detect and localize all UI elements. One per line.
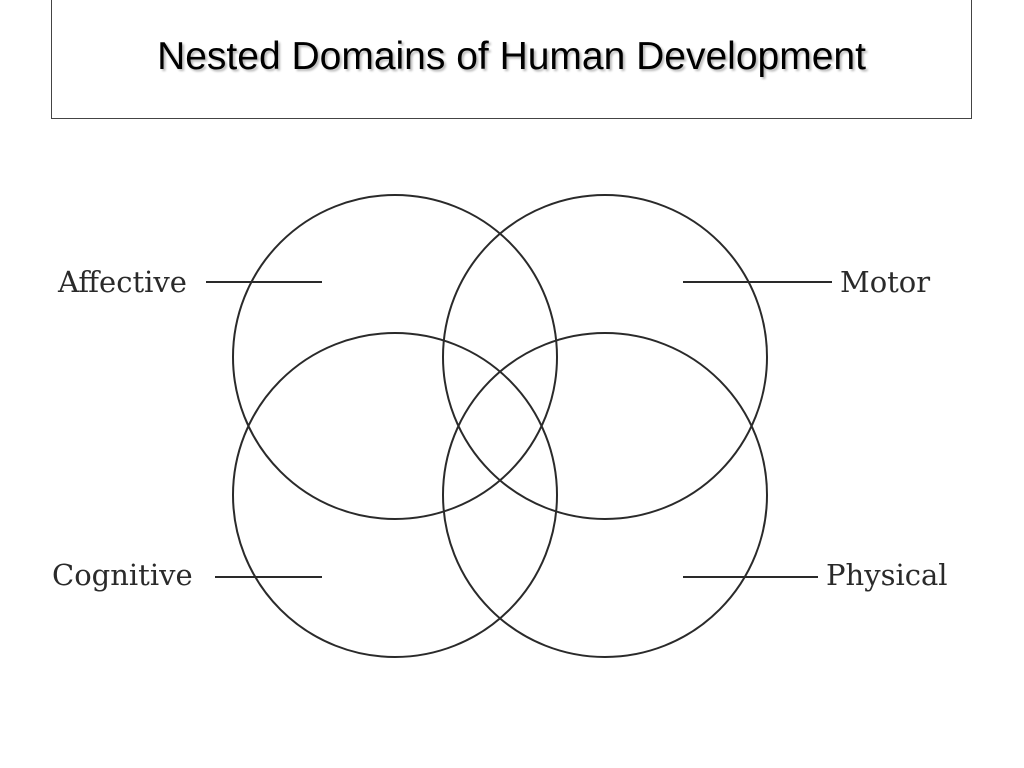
page-title: Nested Domains of Human Development bbox=[157, 35, 866, 78]
circle-physical bbox=[442, 332, 768, 658]
title-box: Nested Domains of Human Development bbox=[51, 0, 972, 119]
label-affective: Affective bbox=[57, 265, 187, 299]
circle-affective bbox=[232, 194, 558, 520]
label-cognitive: Cognitive bbox=[52, 558, 193, 592]
label-motor: Motor bbox=[840, 265, 930, 299]
circle-motor bbox=[442, 194, 768, 520]
label-physical: Physical bbox=[826, 558, 948, 592]
circle-cognitive bbox=[232, 332, 558, 658]
